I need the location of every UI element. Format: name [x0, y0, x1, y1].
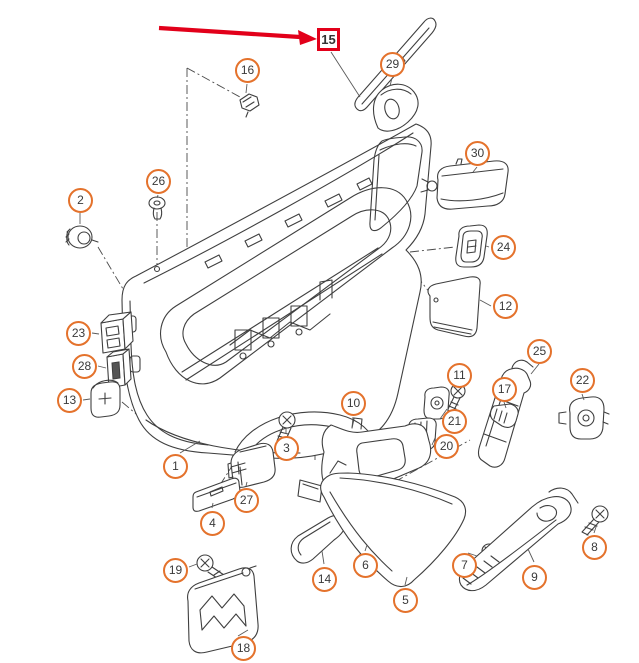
part-art-13-module — [90, 379, 121, 418]
callout-2[interactable]: 2 — [68, 188, 93, 213]
part-art-30-handle — [420, 155, 509, 210]
part-art-22-switch — [558, 396, 610, 440]
callout-18[interactable]: 18 — [231, 636, 256, 661]
callout-28[interactable]: 28 — [72, 354, 97, 379]
leader-lines — [79, 51, 598, 637]
callout-11[interactable]: 11 — [447, 363, 472, 388]
callout-23[interactable]: 23 — [66, 321, 91, 346]
callout-26[interactable]: 26 — [146, 169, 171, 194]
callout-16[interactable]: 16 — [235, 58, 260, 83]
part-art-9-pull-strip — [458, 487, 579, 592]
part-art-2-knob — [65, 225, 99, 249]
callout-1[interactable]: 1 — [163, 454, 188, 479]
highlighted-callout-label: 15 — [321, 32, 336, 47]
callout-21[interactable]: 21 — [442, 409, 467, 434]
callout-24[interactable]: 24 — [491, 235, 516, 260]
part-art-4-plate — [192, 477, 241, 512]
part-art-19-screw — [196, 554, 228, 583]
part-art-29-mirror-trim — [373, 83, 419, 132]
callout-13[interactable]: 13 — [57, 388, 82, 413]
part-art-23-switch — [100, 311, 134, 354]
callout-7[interactable]: 7 — [452, 553, 477, 578]
callout-6[interactable]: 6 — [353, 553, 378, 578]
callout-3[interactable]: 3 — [274, 436, 299, 461]
callout-9[interactable]: 9 — [522, 565, 547, 590]
part-art-17-clip — [489, 403, 519, 428]
part-art-18-grille — [187, 565, 259, 654]
callout-12[interactable]: 12 — [493, 294, 518, 319]
red-arrow — [158, 25, 317, 45]
callout-20[interactable]: 20 — [434, 434, 459, 459]
callout-8[interactable]: 8 — [582, 535, 607, 560]
part-art-14-bracket — [290, 514, 346, 564]
part-art-8-screw — [581, 505, 609, 536]
highlighted-callout-15[interactable]: 15 — [317, 28, 340, 51]
callout-17[interactable]: 17 — [492, 377, 517, 402]
callout-30[interactable]: 30 — [465, 141, 490, 166]
part-art-28-module — [106, 348, 132, 389]
callout-19[interactable]: 19 — [163, 558, 188, 583]
part-art-24-bezel — [455, 224, 488, 268]
door-panel-art — [121, 123, 432, 459]
part-art-27-connector — [227, 442, 276, 488]
callout-29[interactable]: 29 — [380, 52, 405, 77]
callout-25[interactable]: 25 — [527, 339, 552, 364]
callout-4[interactable]: 4 — [200, 511, 225, 536]
part-art-16-clip — [239, 93, 260, 118]
callout-22[interactable]: 22 — [570, 368, 595, 393]
callout-14[interactable]: 14 — [312, 567, 337, 592]
callout-5[interactable]: 5 — [393, 588, 418, 613]
part-art-3-screw — [276, 411, 296, 443]
part-art-5-armrest — [320, 460, 467, 588]
callout-27[interactable]: 27 — [234, 488, 259, 513]
callout-10[interactable]: 10 — [341, 391, 366, 416]
part-art-12-pocket-lid — [427, 276, 481, 338]
